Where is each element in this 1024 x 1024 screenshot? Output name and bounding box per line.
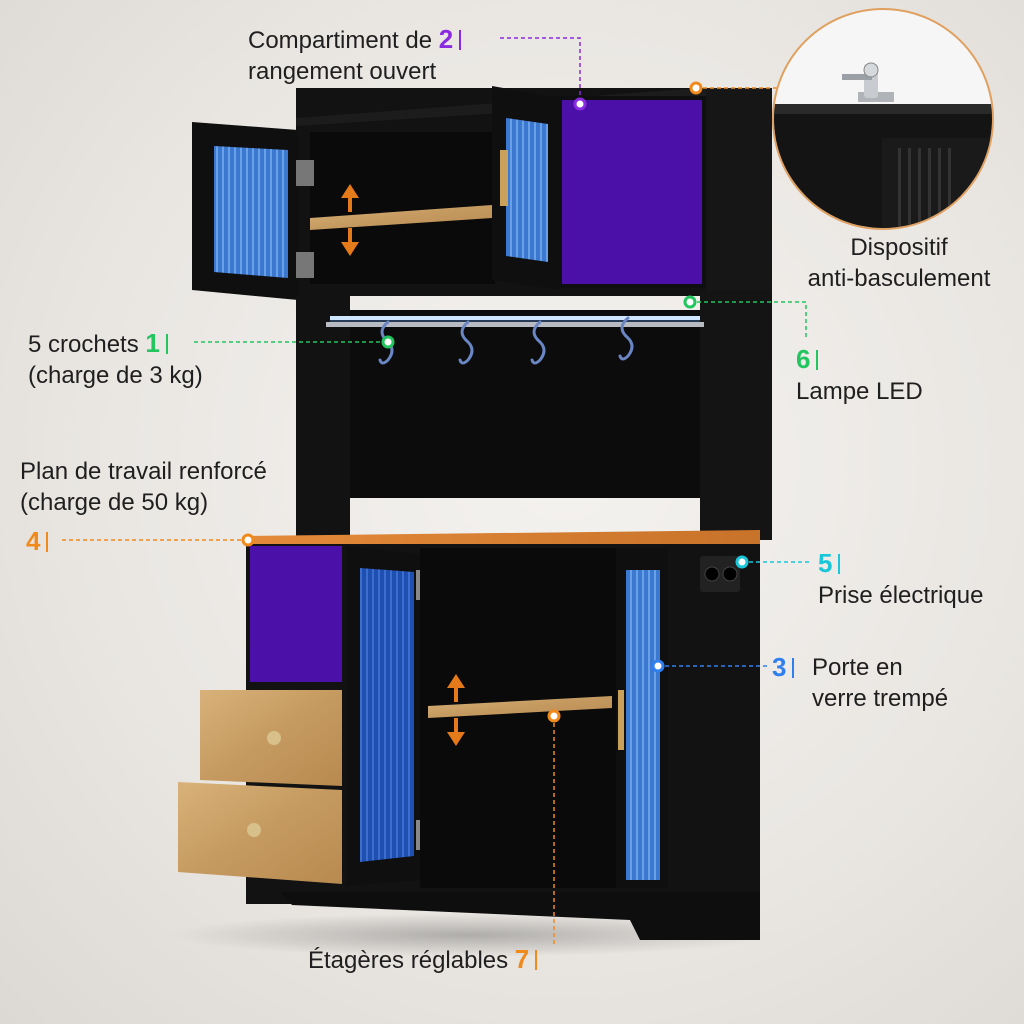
callout-dot-7 [547, 709, 561, 723]
callout-dot-6 [683, 295, 697, 309]
callout-3-label: Porte en verre trempé [812, 652, 948, 714]
callout-dot-1 [381, 335, 395, 349]
callout-1-label: 5 crochets 1 (charge de 3 kg) [28, 328, 203, 391]
callout-4-text-line1: Plan de travail renforcé [20, 458, 267, 485]
callout-5-text: Prise électrique [818, 582, 984, 609]
adjust-arrow-icon [341, 184, 359, 256]
callout-1-text-line2: (charge de 3 kg) [28, 362, 203, 389]
callout-7-label: Étagères réglables 7 [308, 944, 538, 976]
callout-1-text-line1: 5 crochets [28, 331, 139, 358]
callout-dot-2 [573, 97, 587, 111]
adjust-arrow-icon [447, 674, 465, 746]
cabinet-left-post [296, 296, 350, 536]
callout-7-number: 7 [515, 944, 538, 974]
callout-6-label: 6 Lampe LED [796, 344, 923, 407]
callout-5-label: 5 Prise électrique [818, 548, 983, 611]
callout-dot-3 [651, 659, 665, 673]
floor-shadow [170, 913, 770, 957]
cabinet-right-post [700, 290, 772, 540]
callout-3-text-line1: Porte en [812, 654, 903, 681]
callout-7-text: Étagères réglables [308, 947, 509, 974]
callout-dot-anti [689, 81, 703, 95]
callout-3-number: 3 [772, 652, 795, 683]
callout-dot-4 [241, 533, 255, 547]
callout-5-number: 5 [818, 548, 841, 578]
callout-6-text: Lampe LED [796, 378, 923, 405]
callout-4-number: 4 [26, 526, 49, 557]
anti-tip-label: Dispositif anti-basculement [794, 232, 1004, 294]
callout-2-label: Compartiment de 2 rangement ouvert [248, 24, 462, 87]
countertop [246, 530, 760, 548]
callout-4-text-line2: (charge de 50 kg) [20, 489, 209, 516]
anti-tip-line1: Dispositif [850, 234, 948, 261]
callout-3-text-line2: verre trempé [812, 685, 949, 712]
drawer-knob [247, 823, 261, 837]
electrical-outlet [700, 556, 740, 592]
callout-dot-5 [735, 555, 749, 569]
drawer-knob [267, 731, 281, 745]
anti-tip-line2: anti-basculement [807, 265, 991, 292]
hook-icon [378, 316, 634, 365]
callout-4-label: Plan de travail renforcé (charge de 50 k… [20, 456, 267, 518]
callout-6-number: 6 [796, 344, 819, 374]
lower-shelf [428, 696, 612, 718]
callout-2-number: 2 [439, 24, 462, 54]
upper-shelf [310, 205, 492, 230]
callout-1-number: 1 [145, 328, 168, 358]
led-bar [330, 316, 700, 320]
screw-bracket-icon [842, 62, 894, 102]
callout-2-text-line2: rangement ouvert [248, 58, 437, 85]
anti-tip-zoom [772, 8, 994, 230]
callout-2-text-line1: Compartiment de [248, 27, 433, 54]
hanging-rod [326, 322, 704, 327]
back-panel [350, 310, 700, 498]
